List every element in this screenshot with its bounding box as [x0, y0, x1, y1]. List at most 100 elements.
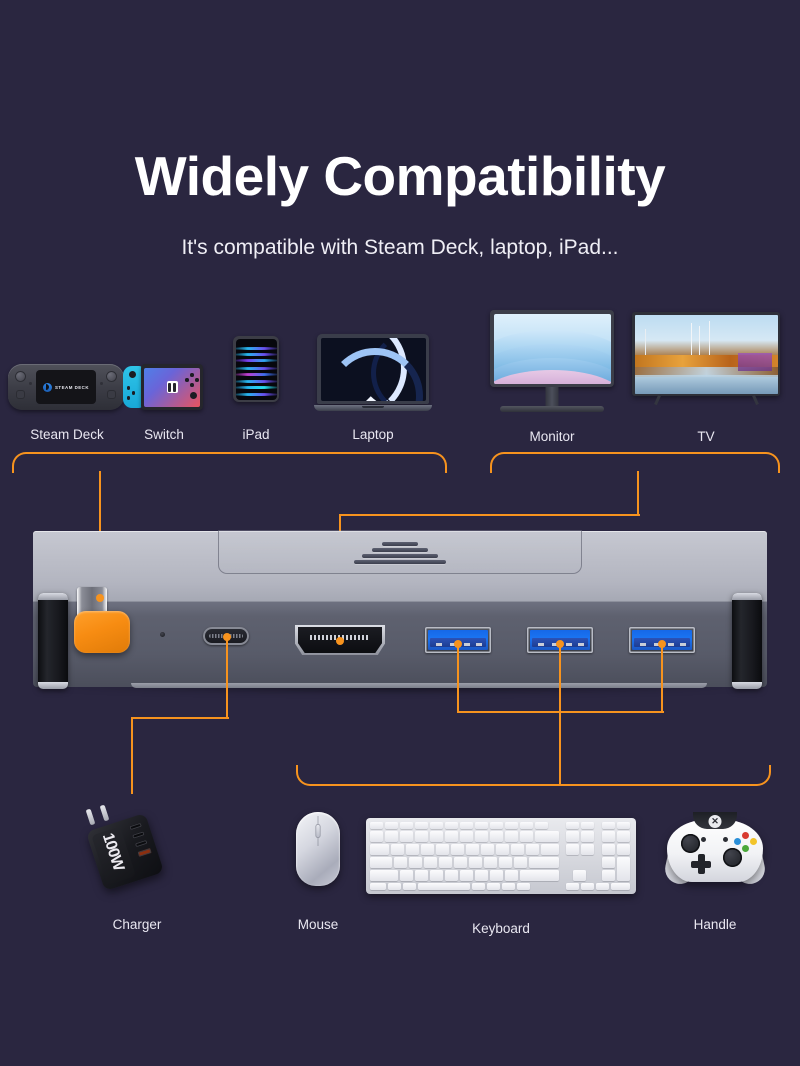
switch-a-button — [195, 378, 199, 382]
vent-slot-4 — [354, 560, 446, 564]
bracket-host-devices — [12, 452, 447, 473]
line-display-bracket-drop — [637, 471, 640, 516]
tv-bezel — [632, 312, 780, 396]
device-keyboard: Keyboard — [366, 818, 636, 940]
charger-usb-a — [137, 848, 152, 858]
steam-deck-wordmark: STEAM DECK — [54, 384, 90, 390]
switch-left-stick — [129, 371, 136, 378]
bracket-usb-peripherals — [296, 765, 771, 786]
node-usb-c-host — [96, 594, 104, 602]
tv-icon — [632, 312, 780, 406]
device-label-switch: Switch — [144, 427, 184, 442]
controller-shell — [667, 820, 763, 882]
line-pd-to-charger-h — [131, 717, 229, 720]
tv-leg-left — [654, 394, 661, 406]
usb-c-cable-boot — [74, 611, 130, 653]
device-charger: 100W Charger — [80, 804, 192, 940]
device-tv: TV — [632, 312, 780, 445]
controller-right-stick[interactable] — [723, 848, 742, 867]
controller-y-button[interactable] — [750, 838, 757, 845]
device-switch: Switch — [122, 355, 206, 445]
mouse-scroll-wheel — [315, 824, 321, 838]
switch-y-button — [185, 378, 189, 382]
monitor-bezel — [490, 310, 614, 387]
line-usb-to-peripherals — [559, 644, 562, 786]
device-label-charger: Charger — [112, 917, 162, 932]
laptop-screen — [320, 337, 426, 401]
controller-view-button[interactable] — [701, 837, 706, 842]
laptop-notch — [362, 405, 384, 408]
steam-deck-right-stick — [106, 371, 117, 382]
controller-left-stick[interactable] — [681, 834, 700, 853]
controller-a-button[interactable] — [742, 845, 749, 852]
xbox-logo-icon: ✕ — [708, 815, 722, 828]
switch-right-stick — [190, 392, 197, 399]
device-handle: ✕ Handle — [662, 812, 768, 940]
dock-port-usb-c-host[interactable] — [74, 587, 130, 653]
device-label-handle: Handle — [693, 917, 737, 932]
wall-charger-icon: 100W — [80, 804, 184, 901]
charger-usb-c-1 — [129, 822, 142, 831]
monitor-stand-base — [500, 406, 604, 412]
switch-dpad-right — [131, 391, 136, 395]
switch-dpad-down — [126, 396, 131, 400]
dock-left-grip — [38, 593, 68, 689]
device-ipad: iPad — [233, 336, 279, 445]
ipad-icon — [233, 336, 279, 402]
dock-device-tray — [218, 530, 582, 574]
monitor-icon — [490, 310, 614, 412]
monitor-stand-neck — [545, 387, 559, 406]
laptop-lid — [317, 334, 429, 404]
game-controller-icon: ✕ — [662, 812, 768, 892]
steam-logo-icon — [42, 382, 52, 392]
device-mouse: Mouse — [296, 812, 340, 940]
line-usb3-drop — [661, 644, 664, 712]
device-label-tv: TV — [697, 429, 715, 444]
line-pd-to-charger-v — [131, 717, 134, 794]
controller-x-button[interactable] — [734, 838, 741, 845]
line-pd-drop — [226, 637, 229, 719]
charger-usb-c-3 — [134, 839, 148, 848]
tv-leg-right — [751, 394, 758, 406]
charger-port-stack — [126, 822, 153, 858]
switch-console-body — [141, 364, 203, 410]
monitor-screen — [493, 313, 611, 384]
mouse-icon — [296, 812, 340, 886]
dock-bottom-lip — [131, 683, 707, 688]
dock-top-surface — [33, 530, 767, 601]
charger-usb-c-2 — [132, 831, 145, 839]
line-display-to-hdmi-h — [339, 514, 640, 517]
steam-deck-icon: STEAM DECK — [8, 364, 124, 410]
dock-status-led — [160, 632, 165, 637]
tv-screen — [634, 314, 778, 394]
device-laptop: Laptop — [314, 334, 432, 445]
docking-station — [33, 530, 767, 694]
switch-x-button — [190, 373, 194, 377]
steam-deck-left-trackpad — [16, 390, 25, 399]
charger-prong-right — [99, 804, 110, 822]
device-label-steam-deck: Steam Deck — [30, 427, 104, 442]
controller-dpad[interactable] — [691, 854, 711, 874]
device-label-keyboard: Keyboard — [472, 921, 530, 936]
controller-menu-button[interactable] — [723, 837, 728, 842]
nintendo-switch-icon — [123, 364, 203, 410]
keyboard-icon — [366, 818, 636, 894]
charger-body: 100W — [85, 812, 165, 892]
vent-slot-3 — [362, 554, 438, 558]
device-monitor: Monitor — [490, 310, 614, 445]
device-label-monitor: Monitor — [529, 429, 575, 444]
device-label-laptop: Laptop — [352, 427, 394, 442]
controller-b-button[interactable] — [742, 832, 749, 839]
page-subtitle: It's compatible with Steam Deck, laptop,… — [181, 236, 619, 259]
vent-slot-1 — [382, 542, 418, 546]
switch-b-button — [190, 383, 194, 387]
laptop-base — [314, 405, 432, 411]
line-usb1-drop — [457, 644, 460, 712]
device-label-ipad: iPad — [242, 427, 270, 442]
laptop-icon — [314, 334, 432, 411]
charger-prong-left — [85, 808, 96, 826]
switch-dpad-up — [126, 386, 131, 390]
bracket-display-devices — [490, 452, 780, 473]
steam-deck-screen: STEAM DECK — [36, 370, 96, 404]
